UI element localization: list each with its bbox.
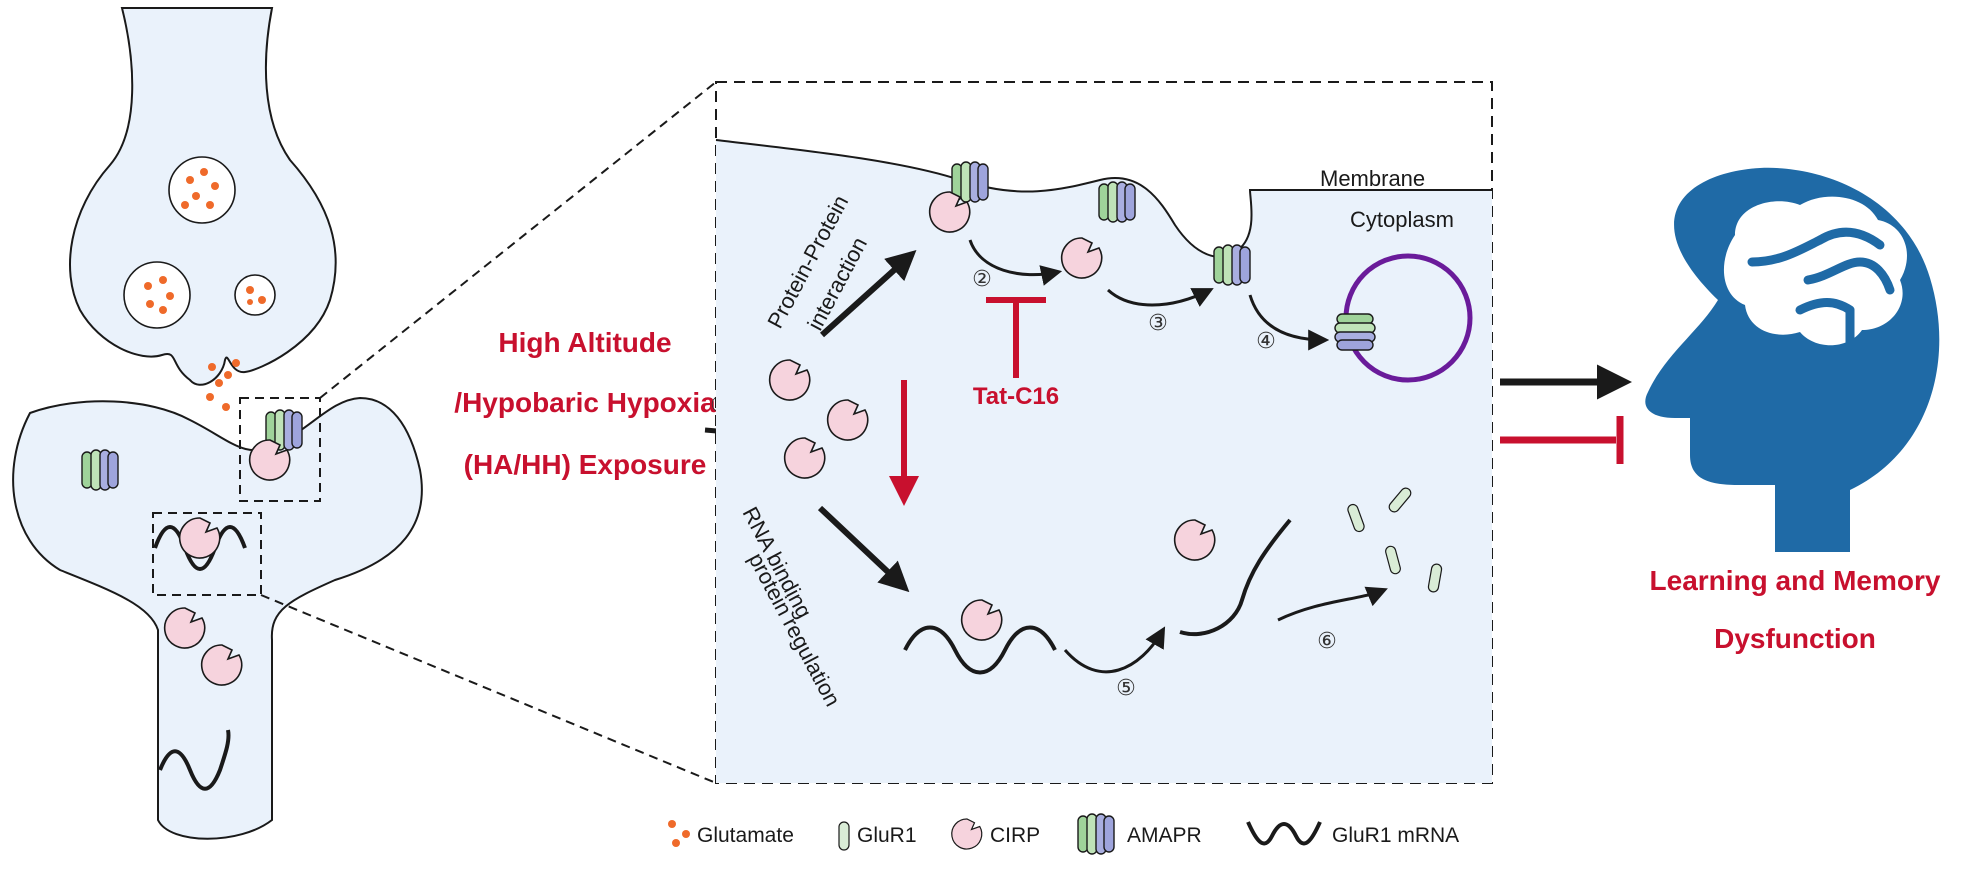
inhibitor-label: Tat-C16 xyxy=(973,383,1059,410)
ampa-receptor-icon xyxy=(81,449,119,491)
rbp-arrow xyxy=(817,505,910,593)
step-6-marker: ⑥ xyxy=(1317,629,1337,654)
zoom-box-cytoplasm xyxy=(152,512,262,596)
head-with-brain-icon xyxy=(1645,167,1940,552)
legend-amapr-label: AMAPR xyxy=(1127,824,1202,847)
outcome-line-2: Dysfunction xyxy=(1714,623,1876,654)
exposure-line-2: /Hypobaric Hypoxia xyxy=(454,387,716,418)
outcome-line-1: Learning and Memory xyxy=(1650,565,1941,596)
membrane-label: Membrane xyxy=(1320,166,1425,191)
legend-glutamate-label: Glutamate xyxy=(697,824,794,847)
ampa-receptor-icon xyxy=(1077,813,1115,855)
step-3-marker: ③ xyxy=(1148,311,1168,336)
glur1-mrna-icon xyxy=(1179,518,1292,637)
cytoplasm-label: Cytoplasm xyxy=(1350,207,1454,232)
exposure-label: High Altitude /Hypobaric Hypoxia (HA/HH)… xyxy=(454,327,716,480)
zoom-panel: Membrane Cytoplasm Protein-Protein inter… xyxy=(715,81,1493,784)
synapse-illustration xyxy=(12,7,717,840)
ampa-receptor-icon xyxy=(1098,181,1136,223)
exposure-line-1: High Altitude xyxy=(498,327,671,358)
legend-cirp: CIRP xyxy=(951,818,1040,850)
glur1-mrna-icon xyxy=(158,729,231,791)
cirp-icon xyxy=(951,818,983,850)
synaptic-vesicles xyxy=(123,156,276,411)
legend-glur1-label: GluR1 xyxy=(857,824,917,847)
legend: Glutamate GluR1 CIRP AMAPR GluR1 mRNA xyxy=(668,813,1459,855)
ppi-arrow xyxy=(819,249,917,338)
legend-mrna: GluR1 mRNA xyxy=(1246,821,1459,847)
glur1-mrna-icon xyxy=(903,625,1057,675)
cytoplasm-region xyxy=(716,140,1492,783)
postsynaptic-dendrite xyxy=(12,396,423,840)
exposure-line-3: (HA/HH) Exposure xyxy=(464,449,707,480)
glur1-icon xyxy=(838,821,850,851)
ampa-receptor-icon xyxy=(1213,244,1251,286)
glur1-mrna-icon xyxy=(153,525,247,571)
glur1-mrna-icon xyxy=(1246,821,1322,846)
legend-glur1: GluR1 xyxy=(838,821,917,851)
legend-amapr: AMAPR xyxy=(1077,813,1202,855)
ampa-receptor-icon xyxy=(1334,313,1376,351)
step-4-marker: ④ xyxy=(1256,329,1276,354)
legend-cirp-label: CIRP xyxy=(990,824,1040,847)
step-5-marker: ⑤ xyxy=(1116,676,1136,701)
legend-mrna-label: GluR1 mRNA xyxy=(1332,824,1459,847)
legend-glutamate: Glutamate xyxy=(668,820,794,847)
step-2-marker: ② xyxy=(972,267,992,292)
